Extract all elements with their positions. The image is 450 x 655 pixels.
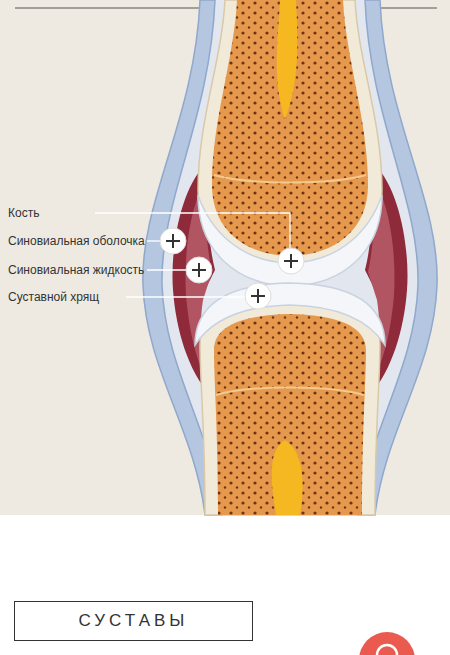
floating-button (359, 632, 415, 655)
part-label: Синовиальная оболочка (8, 233, 145, 249)
part-label: Кость (8, 205, 39, 221)
section-button: СУСТАВЫ (14, 601, 253, 641)
bone-marrow (272, 440, 303, 515)
hotspot-marker (186, 257, 212, 283)
leader-line (147, 269, 186, 270)
lower-bone (200, 289, 380, 515)
spongy-bone (214, 314, 366, 515)
part-label: Суставной хрящ (8, 289, 99, 305)
leader-line (126, 296, 245, 297)
background-panel (0, 0, 450, 515)
hotspot-marker (245, 283, 271, 309)
leader-line (147, 240, 160, 241)
part-label: Синовиальная жидкость (8, 262, 144, 278)
growth-line (216, 388, 364, 396)
growth-line (214, 175, 366, 183)
hotspot-marker (278, 248, 304, 274)
bone-marrow (277, 0, 298, 120)
articular-cartilage (195, 283, 385, 345)
hotspot-marker (160, 228, 186, 254)
button-label: СУСТАВЫ (79, 611, 189, 631)
